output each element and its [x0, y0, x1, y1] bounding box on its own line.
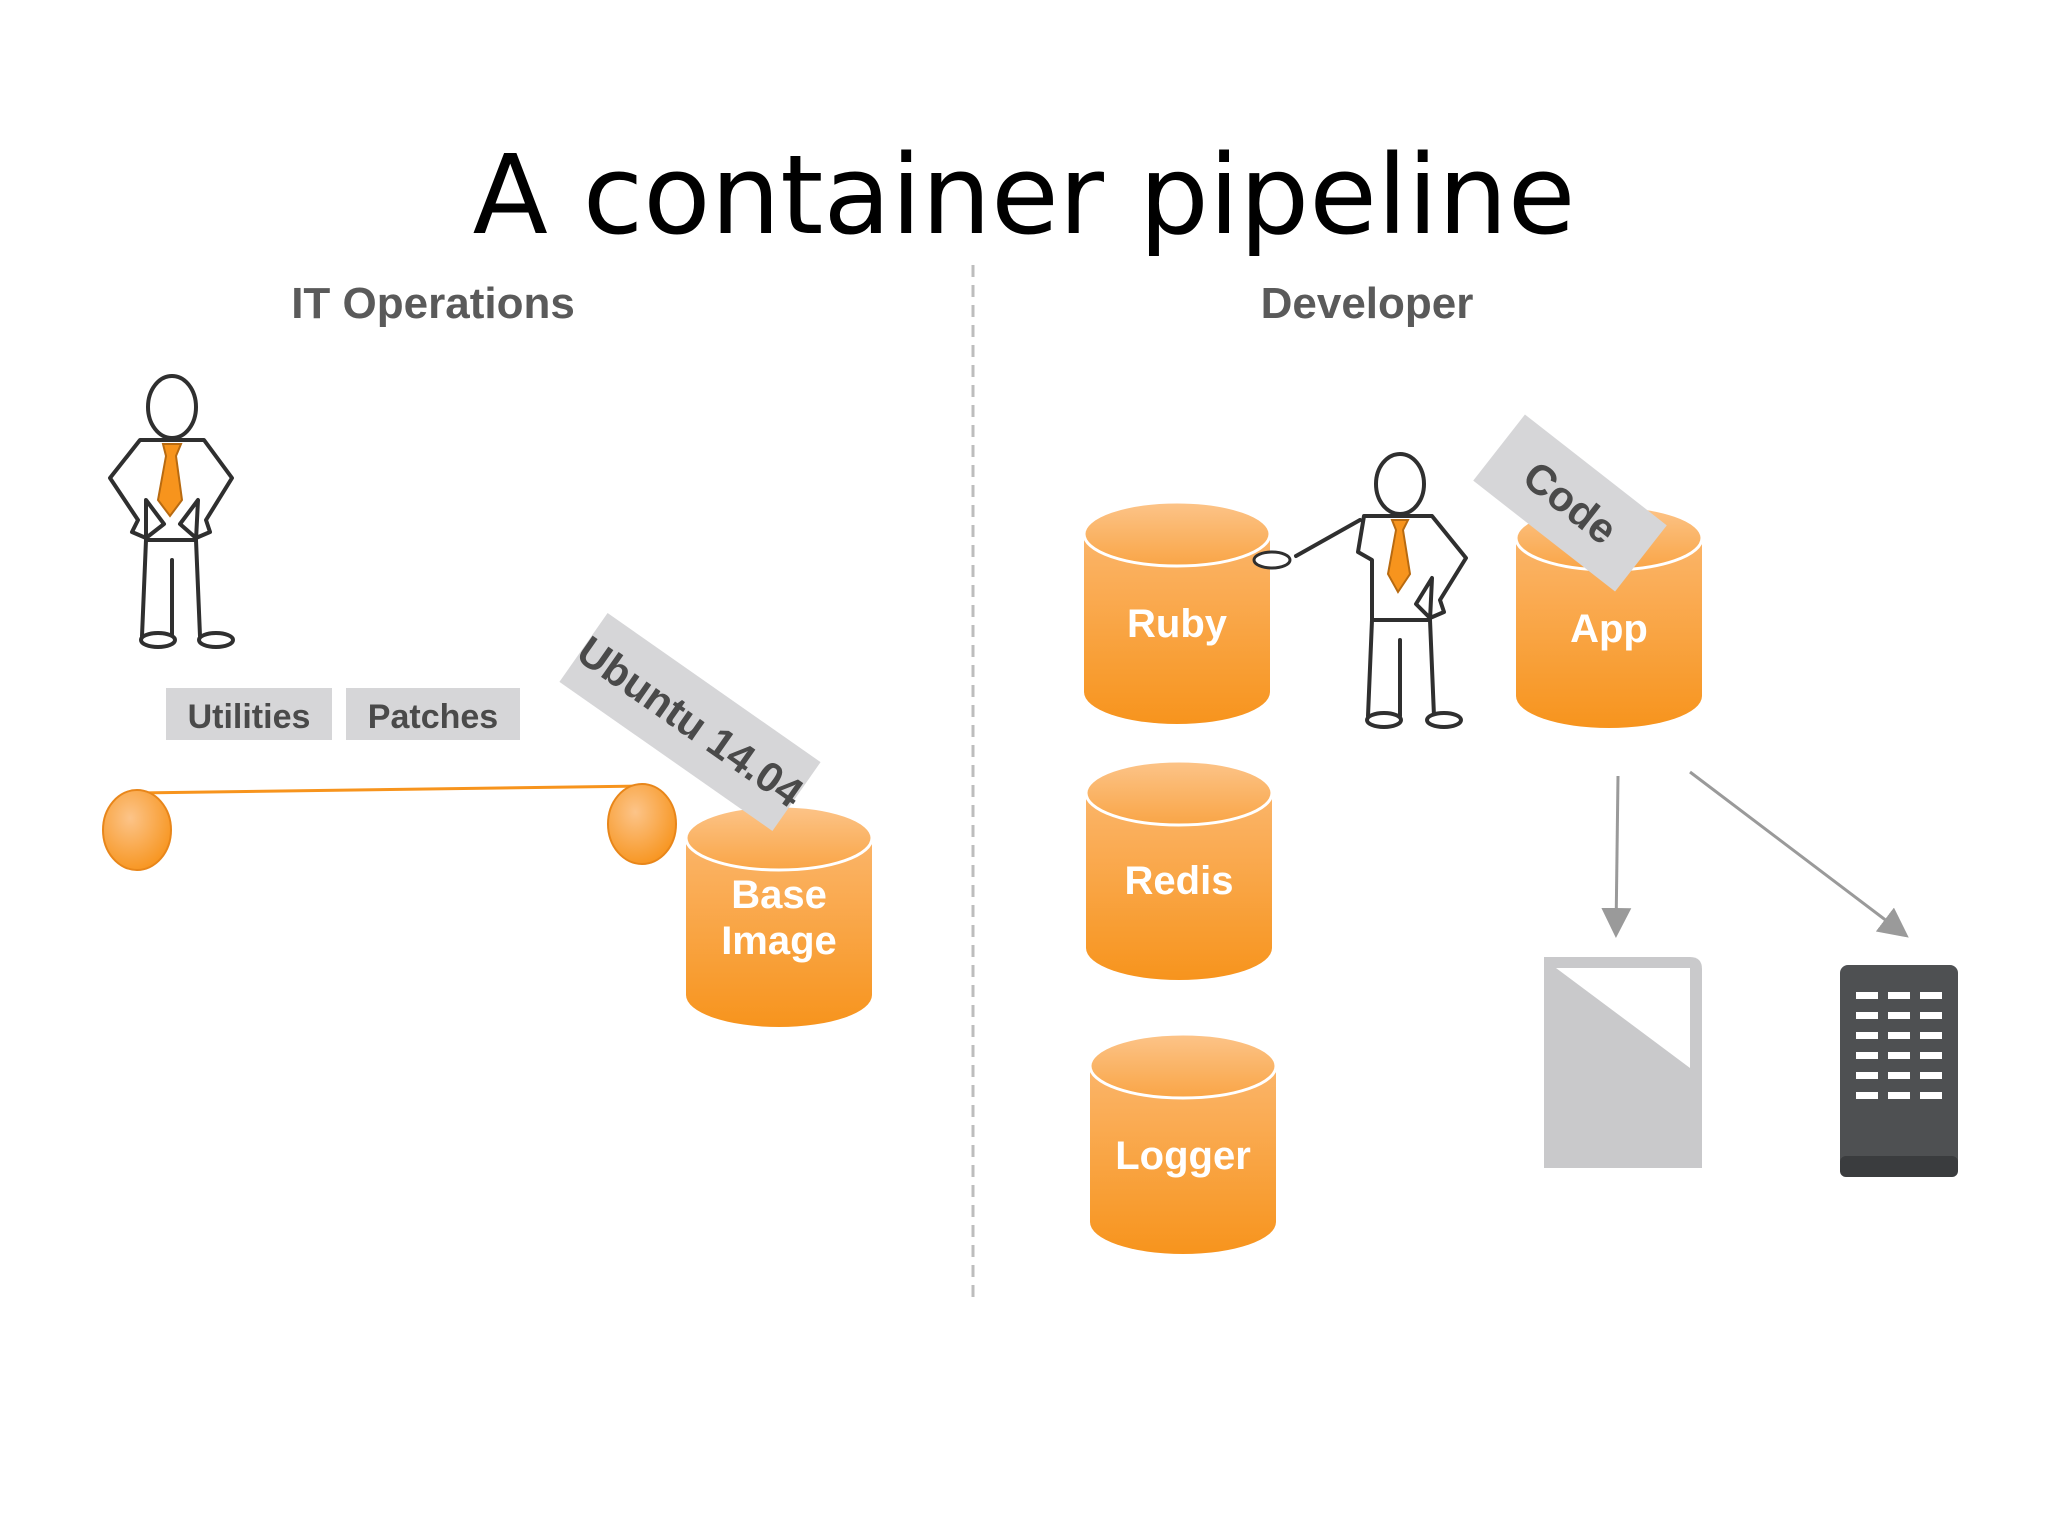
pipeline-track	[102, 783, 677, 871]
tablet-icon	[1544, 957, 1702, 1168]
pipeline-ball-right	[607, 783, 677, 865]
page-title: A container pipeline	[473, 131, 1576, 259]
logger-cylinder: Logger	[1088, 1032, 1278, 1254]
ruby-cylinder: Ruby	[1082, 500, 1272, 724]
server-rack-icon	[1840, 965, 1958, 1177]
redis-label: Redis	[1125, 859, 1234, 903]
pipeline-ball-left	[102, 789, 172, 871]
section-heading-it-operations: IT Operations	[291, 279, 575, 328]
logger-label: Logger	[1115, 1134, 1251, 1178]
utilities-label: Utilities	[188, 698, 311, 736]
developer-stick-figure-icon	[1252, 452, 1468, 729]
ubuntu-tag: Ubuntu 14.04	[559, 613, 821, 831]
arrow-to-tablet	[1601, 775, 1632, 938]
section-heading-developer: Developer	[1261, 279, 1474, 328]
redis-cylinder: Redis	[1084, 759, 1274, 980]
base-image-label-line1: Base	[731, 873, 827, 917]
arrow-to-server	[1689, 770, 1909, 938]
utilities-tag: Utilities	[166, 688, 332, 740]
ubuntu-tag-label: Ubuntu 14.04	[569, 627, 813, 817]
ruby-label: Ruby	[1127, 602, 1228, 646]
base-image-cylinder: Base Image	[684, 804, 874, 1027]
base-image-label-line2: Image	[721, 919, 837, 963]
patches-label: Patches	[368, 698, 498, 736]
it-person-stick-figure-icon	[108, 374, 235, 649]
app-label: App	[1570, 607, 1648, 651]
patches-tag: Patches	[346, 688, 520, 740]
